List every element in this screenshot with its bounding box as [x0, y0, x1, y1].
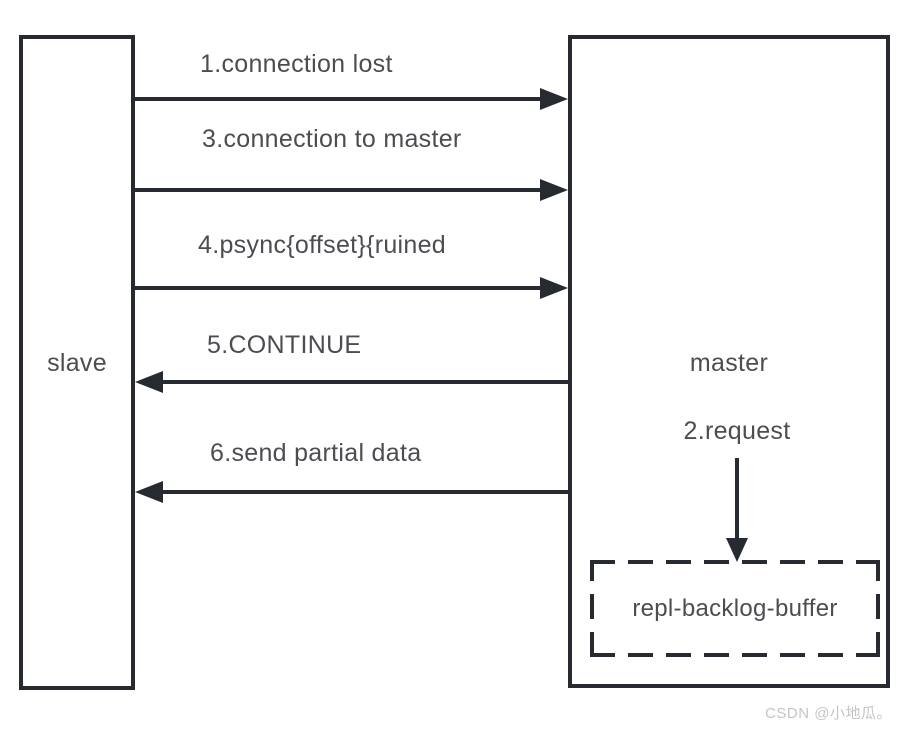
arrow-left-1	[135, 371, 568, 393]
message-label-4: 4.psync{offset}{ruined	[198, 231, 446, 259]
message-label-3: 3.connection to master	[202, 125, 462, 153]
arrow-line	[159, 380, 568, 384]
request-arrowhead-down-icon	[726, 538, 748, 562]
message-label-5: 5.CONTINUE	[207, 331, 362, 359]
master-label: master	[689, 349, 769, 377]
arrow-right-1	[135, 88, 568, 110]
repl-backlog-buffer-box: repl-backlog-buffer	[590, 560, 880, 657]
arrow-line	[135, 286, 544, 290]
arrow-right-2	[135, 179, 568, 201]
repl-backlog-buffer-label: repl-backlog-buffer	[632, 594, 838, 622]
arrow-line	[135, 188, 544, 192]
slave-box: slave	[19, 35, 135, 690]
slave-label: slave	[47, 348, 107, 377]
arrow-line	[159, 490, 568, 494]
master-box: master 2.request repl-backlog-buffer	[568, 35, 890, 688]
arrowhead-left-icon	[135, 481, 163, 503]
request-label: 2.request	[683, 417, 791, 445]
message-label-6: 6.send partial data	[210, 439, 422, 467]
arrowhead-right-icon	[540, 179, 568, 201]
arrow-left-2	[135, 481, 568, 503]
arrow-right-3	[135, 277, 568, 299]
watermark: CSDN @小地瓜。	[765, 705, 892, 722]
arrowhead-right-icon	[540, 88, 568, 110]
arrowhead-right-icon	[540, 277, 568, 299]
message-label-1: 1.connection lost	[200, 50, 393, 78]
arrowhead-left-icon	[135, 371, 163, 393]
request-arrow-line	[735, 458, 739, 538]
arrow-line	[135, 97, 544, 101]
